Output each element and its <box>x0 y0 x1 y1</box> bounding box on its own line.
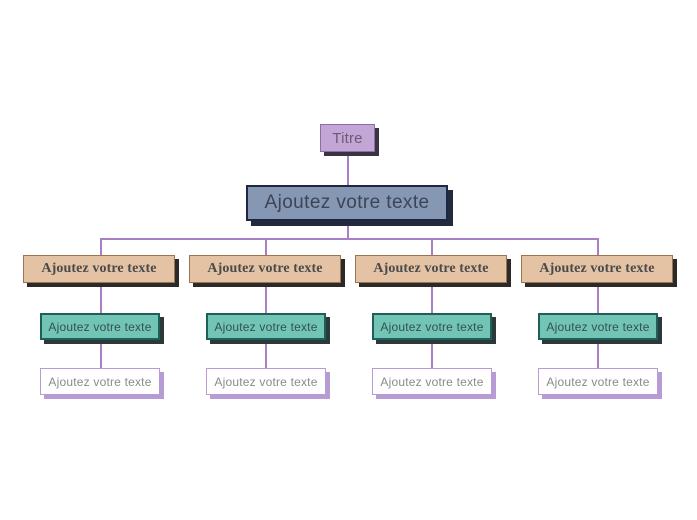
node-sub-branch-4[interactable]: Ajoutez votre texte <box>538 313 658 340</box>
node-sub-branch-1[interactable]: Ajoutez votre texte <box>40 313 160 340</box>
connector-title-to-root <box>347 152 349 185</box>
connector-branch-horizontal <box>100 238 598 240</box>
node-branch-4[interactable]: Ajoutez votre texte <box>521 255 673 283</box>
connector-column-1 <box>100 238 102 382</box>
connector-root-down <box>347 221 349 239</box>
node-branch-2[interactable]: Ajoutez votre texte <box>189 255 341 283</box>
connector-column-4 <box>597 238 599 382</box>
node-root[interactable]: Ajoutez votre texte <box>246 185 448 221</box>
node-leaf-1[interactable]: Ajoutez votre texte <box>40 368 160 395</box>
node-leaf-4[interactable]: Ajoutez votre texte <box>538 368 658 395</box>
node-sub-branch-3[interactable]: Ajoutez votre texte <box>372 313 492 340</box>
node-leaf-2[interactable]: Ajoutez votre texte <box>206 368 326 395</box>
node-sub-branch-2[interactable]: Ajoutez votre texte <box>206 313 326 340</box>
node-branch-1[interactable]: Ajoutez votre texte <box>23 255 175 283</box>
node-branch-3[interactable]: Ajoutez votre texte <box>355 255 507 283</box>
node-leaf-3[interactable]: Ajoutez votre texte <box>372 368 492 395</box>
node-title[interactable]: Titre <box>320 124 375 152</box>
connector-column-2 <box>265 238 267 382</box>
connector-column-3 <box>431 238 433 382</box>
